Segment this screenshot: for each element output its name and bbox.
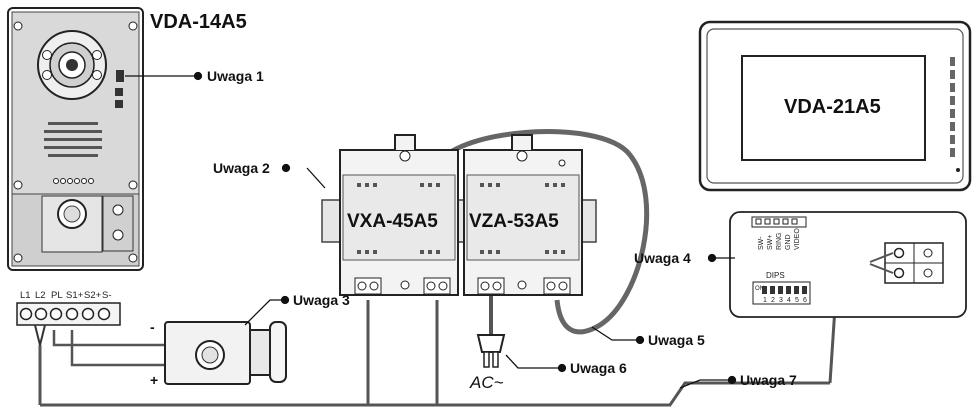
pin-label-video: VIDEO xyxy=(794,228,801,250)
speaker-grille xyxy=(44,122,102,157)
dips-on-label: ON xyxy=(755,286,764,292)
monitor xyxy=(698,20,972,192)
interface-module xyxy=(463,134,583,296)
note-5: Uwaga 5 xyxy=(648,332,705,348)
terminal-label-l2: L2 xyxy=(35,290,46,301)
terminal-strip: L1 L2 PL S1+ S2+ S- xyxy=(16,290,121,346)
monitor-back-module: SW- SW+ RING GND VIDEO DIPS ON 1 2 3 4 5… xyxy=(729,211,967,318)
dip-number-2: 2 xyxy=(771,297,775,304)
main-bus-wire xyxy=(40,381,830,407)
interface-loop-cable xyxy=(432,129,650,335)
note-1: Uwaga 1 xyxy=(207,68,264,84)
psu-label: VXA-45A5 xyxy=(347,211,438,232)
dip-number-6: 6 xyxy=(803,297,807,304)
dip-number-3: 3 xyxy=(779,297,783,304)
note-2: Uwaga 2 xyxy=(213,160,270,176)
terminal-label-s1: S1+ xyxy=(66,290,84,301)
electric-lock xyxy=(164,321,287,385)
dip-number-5: 5 xyxy=(795,297,799,304)
dip-number-4: 4 xyxy=(787,297,791,304)
psu-module xyxy=(339,134,459,296)
pin-label-sw-minus: SW- xyxy=(758,236,765,250)
monitor-label: VDA-21A5 xyxy=(784,96,881,118)
dips-title: DIPS xyxy=(766,271,785,280)
note-4: Uwaga 4 xyxy=(634,250,691,266)
lock-wire-minus xyxy=(52,330,175,347)
note-7: Uwaga 7 xyxy=(740,372,797,388)
pin-label-ring: RING xyxy=(776,233,783,251)
ac-label: AC~ xyxy=(469,373,504,392)
pin-label-sw-plus: SW+ xyxy=(767,235,774,250)
pin-label-gnd: GND xyxy=(785,234,792,250)
lock-plus-label: + xyxy=(150,372,158,388)
terminal-label-l1: L1 xyxy=(20,290,31,301)
ac-plug xyxy=(476,334,506,368)
interface-label: VZA-53A5 xyxy=(469,211,559,232)
terminal-label-s-: S- xyxy=(102,290,112,301)
note-3: Uwaga 3 xyxy=(293,292,350,308)
lock-minus-label: - xyxy=(150,319,155,335)
note-leaders xyxy=(125,71,737,389)
note-6: Uwaga 6 xyxy=(570,360,627,376)
terminal-label-pl: PL xyxy=(51,290,63,301)
door-panel xyxy=(7,7,144,271)
lock-wire-plus xyxy=(70,330,185,367)
panel-title: VDA-14A5 xyxy=(150,11,247,33)
dip-number-1: 1 xyxy=(763,297,767,304)
terminal-label-s2: S2+ xyxy=(84,290,102,301)
